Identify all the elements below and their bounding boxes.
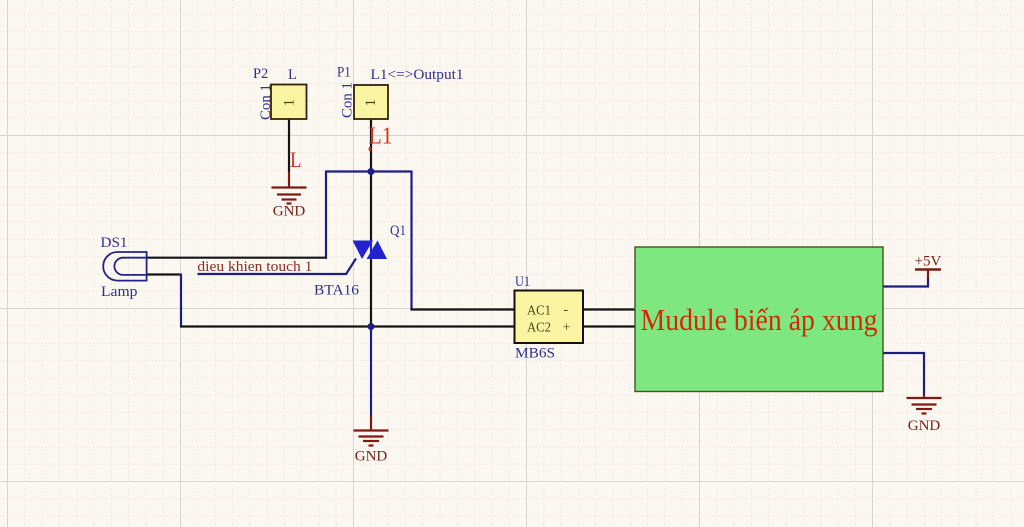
connector-p1-net-label[interactable]: L1<=>Output1 <box>371 67 464 83</box>
gnd-right-label: GND <box>908 418 941 434</box>
connector-p2-designator[interactable]: P2 <box>253 66 268 82</box>
junction-top <box>367 168 375 175</box>
lamp-comment[interactable]: Lamp <box>101 284 138 300</box>
lamp-outer-shape[interactable] <box>102 251 148 282</box>
gnd-main-symbol <box>353 429 389 447</box>
vcc-label: +5V <box>915 254 942 270</box>
triac-comment[interactable]: BTA16 <box>314 283 359 299</box>
connector-p2-body[interactable] <box>270 83 308 120</box>
rectifier-u1-pin-plus: + <box>563 321 571 336</box>
rectifier-u1-designator[interactable]: U1 <box>515 274 530 290</box>
wires <box>146 118 930 416</box>
net-label-l1[interactable]: L1 <box>369 124 393 150</box>
module-box[interactable]: Mudule biến áp xung <box>634 246 884 393</box>
triac-q1[interactable]: Q1 BTA16 <box>314 223 406 299</box>
net-label-gate[interactable]: dieu khien touch 1 <box>197 259 312 275</box>
rectifier-u1-comment[interactable]: MB6S <box>515 346 555 362</box>
gnd-p2-symbol <box>271 186 307 205</box>
rectifier-u1-pin-ac2: AC2 <box>527 321 551 336</box>
connector-p1-designator[interactable]: P1 <box>337 65 351 81</box>
lamp-ds1[interactable]: DS1 Lamp <box>101 235 148 300</box>
triac-triangle-right <box>366 240 387 259</box>
wire-gnd-right[interactable] <box>883 351 926 395</box>
power-gnd-main[interactable]: GND <box>353 415 389 465</box>
wire-vcc[interactable] <box>883 278 930 288</box>
connector-p2[interactable]: P2 L Con 1 1 <box>253 66 308 120</box>
connector-p2-net-label[interactable]: L <box>288 67 297 83</box>
connector-p1-pin-number: 1 <box>363 99 379 107</box>
gnd-right-symbol <box>906 396 942 415</box>
lamp-designator[interactable]: DS1 <box>101 235 128 251</box>
triac-designator[interactable]: Q1 <box>390 223 406 239</box>
connector-p1-comment[interactable]: Con 1 <box>340 82 356 118</box>
gnd-p2-label: GND <box>273 204 306 220</box>
lamp-inner-shape[interactable] <box>113 256 147 276</box>
rectifier-u1-pin-minus: - <box>564 303 569 318</box>
power-gnd-p2[interactable]: GND <box>271 171 307 220</box>
rectifier-u1[interactable]: U1 MB6S AC1 AC2 - + <box>513 274 584 362</box>
rectifier-u1-pin-ac1: AC1 <box>527 304 551 319</box>
module-label[interactable]: Mudule biến áp xung <box>641 302 878 337</box>
connector-p2-pin-number: 1 <box>281 99 297 107</box>
gnd-main-label: GND <box>355 449 388 465</box>
module-body[interactable] <box>634 246 884 393</box>
rectifier-u1-body[interactable] <box>513 289 584 344</box>
junction-bottom <box>367 323 375 330</box>
connector-p2-comment[interactable]: Con 1 <box>258 84 274 120</box>
triac-triangle-left <box>352 240 373 259</box>
connector-p1-body[interactable] <box>353 84 389 120</box>
net-label-l[interactable]: L <box>290 147 302 172</box>
connector-p1[interactable]: P1 L1<=>Output1 Con 1 1 <box>337 65 464 120</box>
wire-gate-diagonal[interactable] <box>344 257 357 276</box>
power-vcc[interactable]: +5V <box>915 254 942 279</box>
power-gnd-right[interactable]: GND <box>906 394 942 435</box>
